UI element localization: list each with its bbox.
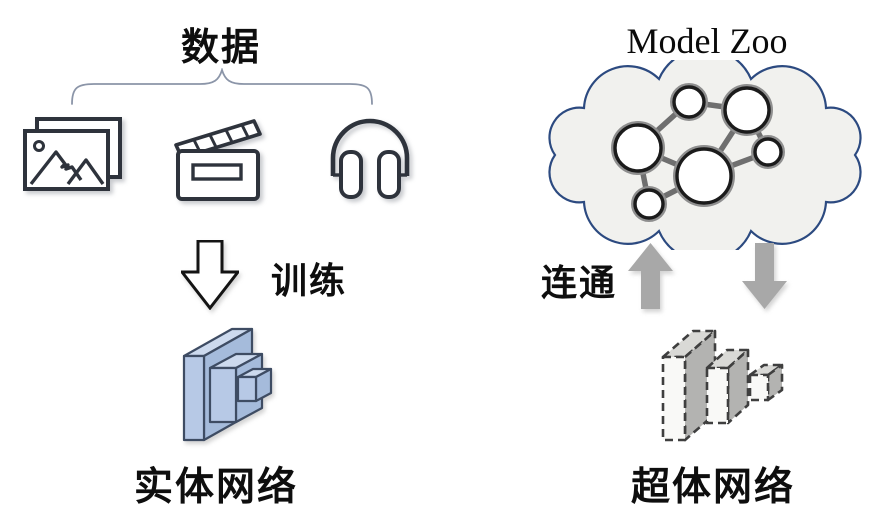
headphones-icon	[330, 118, 410, 199]
brace	[71, 68, 373, 105]
solid-network-label: 实体网络	[133, 466, 298, 509]
solid-network-figure	[182, 327, 273, 442]
graph-nodes	[611, 83, 785, 222]
hyper-network-figure	[661, 329, 784, 442]
hyper-network-label: 超体网络	[630, 466, 795, 509]
train-arrow-icon	[181, 240, 239, 310]
images-icon	[23, 117, 122, 191]
download-arrow-icon	[742, 243, 787, 309]
data-title: 数据	[180, 27, 261, 69]
graph-node	[675, 147, 733, 205]
clapperboard-icon	[174, 119, 262, 201]
model-zoo-title: Model Zoo	[626, 21, 788, 61]
graph-node	[613, 123, 663, 173]
graph-node	[633, 188, 665, 220]
train-label: 训练	[271, 260, 348, 301]
graph-node	[723, 86, 771, 134]
connect-label: 连通	[541, 262, 618, 303]
model-zoo-cloud	[548, 60, 862, 250]
graph-node	[753, 137, 783, 167]
upload-arrow-icon	[628, 243, 673, 309]
graph-node	[672, 85, 706, 119]
